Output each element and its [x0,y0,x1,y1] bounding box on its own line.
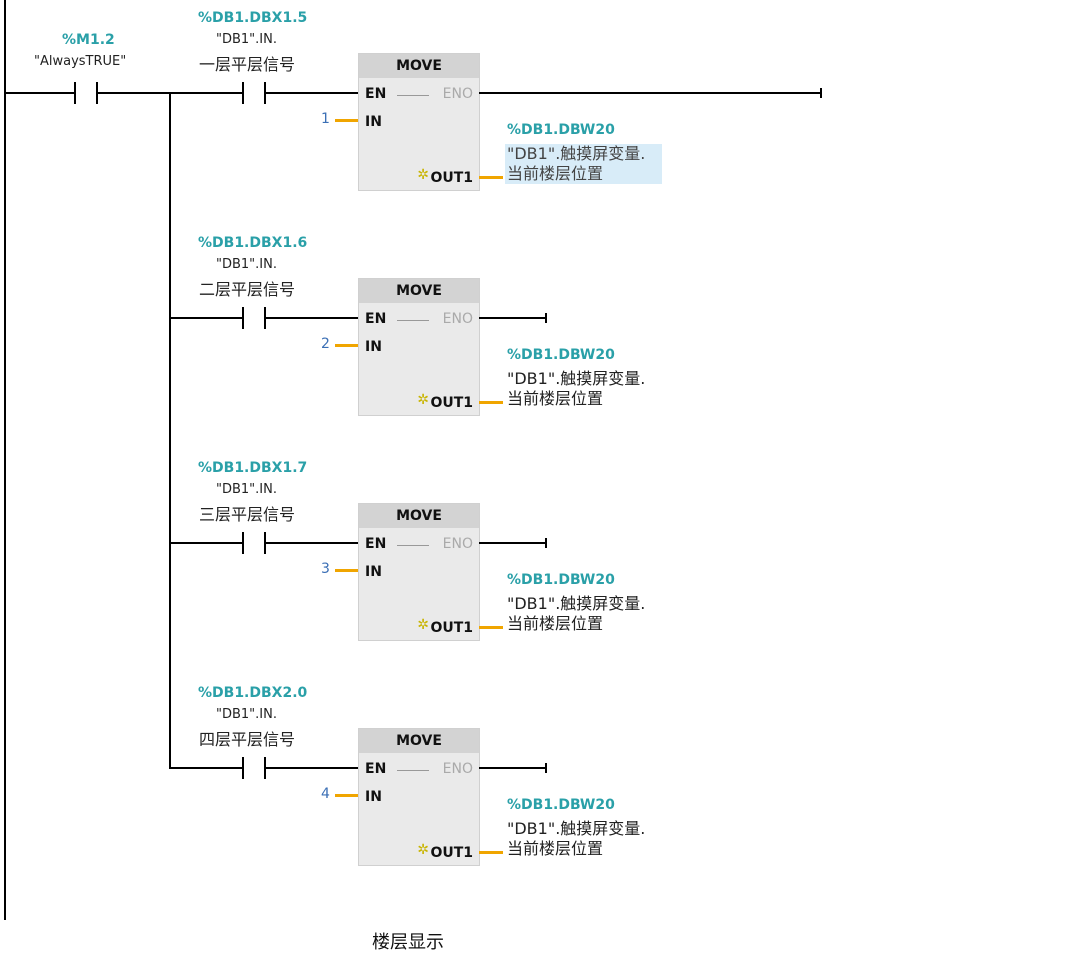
contact-1[interactable] [242,82,266,104]
contact-comment: 一层平层信号 [199,55,296,74]
eno-pin: ENO [442,536,473,552]
wire [266,92,358,94]
contact-symbol: "DB1".IN. [216,257,277,272]
out-pin: OUT1 [430,845,473,861]
in-pin: IN [365,789,382,805]
in-value[interactable]: 2 [321,336,330,352]
out-symbol-line1[interactable]: "DB1".触摸屏变量. [507,819,646,838]
out-symbol-line1[interactable]: "DB1".触摸屏变量. [507,369,646,388]
out-wire [479,851,503,854]
contact-symbol: "DB1".IN. [216,707,277,722]
wire [169,767,242,769]
wire [266,767,358,769]
in-wire [335,119,358,122]
contact-address: %DB1.DBX1.7 [198,460,308,476]
in-pin: IN [365,114,382,130]
rung-end-mark [545,538,547,548]
out-wire [479,401,503,404]
always-contact-address: %M1.2 [62,32,115,48]
block-title: MOVE [359,729,479,753]
wire [169,542,242,544]
always-contact-symbol: "AlwaysTRUE" [34,54,127,69]
in-wire [335,569,358,572]
eno-pin: ENO [442,86,473,102]
out-symbol-line2[interactable]: 当前楼层位置 [505,164,662,184]
eno-wire [479,542,546,544]
out-address: %DB1.DBW20 [507,347,615,363]
wire [5,92,74,94]
out-symbol-line2[interactable]: 当前楼层位置 [507,614,604,633]
eno-wire [479,92,821,94]
block-title: MOVE [359,279,479,303]
in-value[interactable]: 4 [321,786,330,802]
out-address: %DB1.DBW20 [507,797,615,813]
in-pin: IN [365,339,382,355]
contact-comment: 四层平层信号 [199,730,296,749]
eno-wire [479,317,546,319]
rung-end-mark [545,313,547,323]
in-value[interactable]: 1 [321,111,330,127]
block-title: MOVE [359,504,479,528]
out-pin: OUT1 [430,395,473,411]
always-true-contact[interactable] [74,82,98,104]
contact-address: %DB1.DBX1.6 [198,235,308,251]
in-wire [335,344,358,347]
move-block[interactable]: MOVE EN ENO IN ✲ OUT1 [358,53,480,191]
out-symbol-line1[interactable]: "DB1".触摸屏变量. [507,594,646,613]
contact-symbol: "DB1".IN. [216,482,277,497]
out-symbol-line2[interactable]: 当前楼层位置 [507,389,604,408]
en-eno-link [397,545,429,546]
output-star-icon: ✲ [417,167,429,183]
output-star-icon: ✲ [417,392,429,408]
output-star-icon: ✲ [417,842,429,858]
wire [169,317,242,319]
out-address: %DB1.DBW20 [507,572,615,588]
left-power-rail [4,0,6,920]
move-block[interactable]: MOVE EN ENO IN ✲ OUT1 [358,503,480,641]
en-eno-link [397,95,429,96]
en-eno-link [397,320,429,321]
en-pin: EN [365,761,387,777]
move-block[interactable]: MOVE EN ENO IN ✲ OUT1 [358,278,480,416]
out-pin: OUT1 [430,620,473,636]
wire [98,92,242,94]
block-title: MOVE [359,54,479,78]
contact-comment: 二层平层信号 [199,280,296,299]
contact-address: %DB1.DBX2.0 [198,685,308,701]
contact-4[interactable] [242,757,266,779]
contact-comment: 三层平层信号 [199,505,296,524]
in-pin: IN [365,564,382,580]
wire [266,542,358,544]
eno-pin: ENO [442,311,473,327]
en-eno-link [397,770,429,771]
wire [266,317,358,319]
branch-vertical-line [169,93,171,768]
network-title: 楼层显示 [372,932,444,953]
eno-pin: ENO [442,761,473,777]
en-pin: EN [365,311,387,327]
rung-end-mark [820,88,822,98]
contact-2[interactable] [242,307,266,329]
in-wire [335,794,358,797]
out-wire [479,626,503,629]
output-star-icon: ✲ [417,617,429,633]
in-value[interactable]: 3 [321,561,330,577]
out-address: %DB1.DBW20 [507,122,615,138]
out-symbol-line2[interactable]: 当前楼层位置 [507,839,604,858]
contact-3[interactable] [242,532,266,554]
out-symbol-line1[interactable]: "DB1".触摸屏变量. [505,144,662,164]
en-pin: EN [365,86,387,102]
en-pin: EN [365,536,387,552]
eno-wire [479,767,546,769]
move-block[interactable]: MOVE EN ENO IN ✲ OUT1 [358,728,480,866]
out-wire [479,176,503,179]
out-pin: OUT1 [430,170,473,186]
contact-address: %DB1.DBX1.5 [198,10,308,26]
rung-end-mark [545,763,547,773]
contact-symbol: "DB1".IN. [216,32,277,47]
